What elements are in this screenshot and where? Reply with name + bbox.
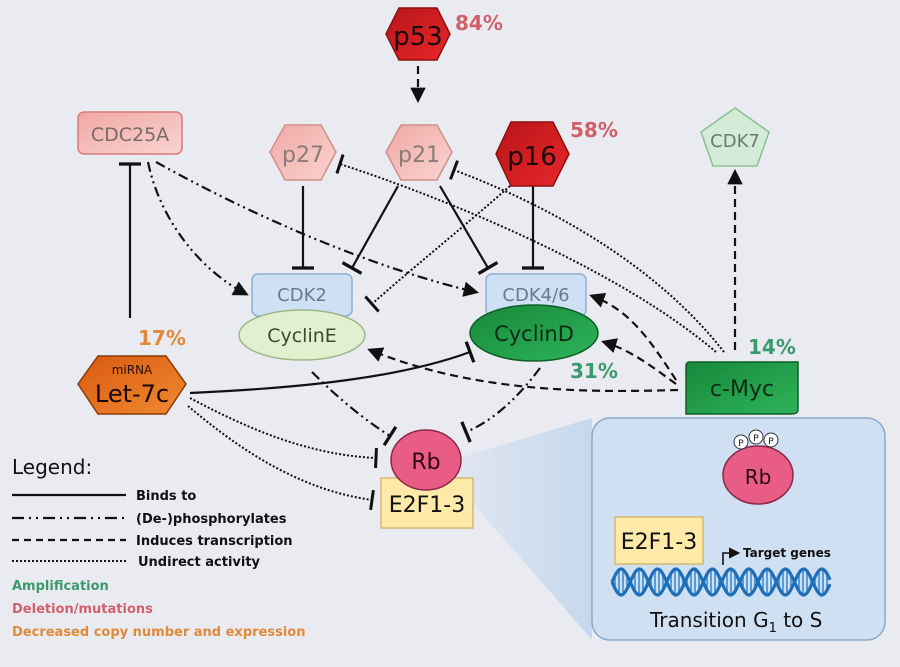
inset-rb-phosphorylated: Rb P P P (722, 429, 794, 505)
inset-e2f-label: E2F1-3 (621, 530, 697, 555)
transition-label: Transition G1 to S (649, 608, 822, 636)
edge-cmyc-p27-dotted (335, 154, 717, 353)
edge-cmyc-cyclind (601, 338, 677, 385)
e2f-label: E2F1-3 (389, 493, 465, 518)
legend-item-dotted: Undirect activity (12, 555, 261, 570)
p53-percent: 84% (455, 11, 503, 35)
svg-text:(De-)phosphorylates: (De-)phosphorylates (136, 512, 287, 527)
inset-cone (445, 418, 592, 640)
cdc25a-label: CDC25A (91, 124, 169, 146)
node-p21: p21 (385, 124, 453, 181)
p16-percent: 58% (570, 118, 618, 142)
cdk2-label: CDK2 (277, 285, 327, 306)
node-let7c: miRNA Let-7c (77, 355, 187, 415)
edge-cdk46-rb (460, 367, 541, 443)
legend-title: Legend: (12, 455, 92, 479)
svg-text:P: P (753, 434, 759, 444)
svg-text:Binds to: Binds to (136, 489, 196, 504)
edge-p21-cdk46 (439, 185, 499, 275)
cdk7-label: CDK7 (710, 131, 760, 152)
edge-cdc25a-cdk2 (146, 161, 249, 296)
p27-label: p27 (282, 143, 324, 168)
legend-item-solid: Binds to (12, 489, 196, 504)
edge-cdc25a-cdk46 (155, 161, 480, 297)
node-cdc25a: CDC25A (77, 111, 183, 155)
cmyc-percent: 14% (748, 335, 796, 359)
phosphate-group-1: P (733, 434, 749, 450)
let7c-percent: 17% (138, 326, 186, 350)
node-p53: p53 (385, 7, 451, 61)
node-cycline: CyclinE (238, 309, 366, 361)
node-cdk7: CDK7 (700, 107, 770, 167)
p21-label: p21 (398, 143, 440, 168)
edge-cdk2-rb (311, 371, 398, 447)
cdk46-label: CDK4/6 (502, 285, 569, 306)
rb-label: Rb (411, 450, 440, 475)
edge-cmyc-cdk46 (589, 293, 677, 381)
legend-amplification: Amplification (12, 579, 109, 594)
p16-label: p16 (507, 142, 557, 172)
node-rb: Rb (390, 429, 462, 491)
legend: Legend: Binds to (De-)phosphorylates Ind… (12, 455, 305, 640)
node-p27: p27 (269, 124, 337, 181)
promoter-arrow-icon (722, 547, 741, 565)
cyclind-label: CyclinD (494, 322, 574, 346)
node-cdk46: CDK4/6 (485, 273, 587, 317)
dna-strand-2 (610, 567, 832, 597)
node-cdk2: CDK2 (251, 273, 353, 317)
node-cmyc: c-Myc (685, 361, 799, 415)
edge-cmyc-cycline (367, 347, 679, 393)
cmyc-label: c-Myc (710, 377, 774, 402)
phosphate-group-2: P (748, 429, 764, 445)
legend-item-dash-dot: (De-)phosphorylates (12, 512, 287, 527)
legend-decreased: Decreased copy number and expression (12, 625, 305, 640)
inset-e2f: E2F1-3 (614, 516, 704, 565)
dna-helix-icon (610, 567, 832, 597)
svg-text:P: P (768, 437, 774, 447)
svg-text:P: P (738, 439, 744, 449)
let7c-label: Let-7c (95, 380, 169, 408)
cyclind-percent: 31% (570, 359, 618, 383)
legend-item-dashed: Induces transcription (12, 534, 293, 549)
edge-p16-cdk2-dotted (364, 185, 511, 313)
edge-let7c-cyclind (189, 341, 476, 395)
legend-deletion: Deletion/mutations (12, 602, 153, 617)
let7c-sublabel: miRNA (112, 363, 153, 377)
target-genes-label: Target genes (743, 546, 831, 560)
phosphate-group-3: P (763, 432, 779, 448)
edge-let7c-rb-dotted (189, 397, 378, 469)
inset-rb-label: Rb (745, 465, 772, 489)
svg-text:Induces transcription: Induces transcription (136, 534, 293, 549)
cycline-label: CyclinE (267, 325, 337, 347)
node-p16: p16 (495, 121, 570, 187)
svg-text:Undirect activity: Undirect activity (138, 555, 261, 570)
edge-let7c-e2f-dotted (187, 405, 375, 511)
edge-cmyc-p21-dotted (449, 160, 725, 353)
p53-label: p53 (393, 22, 443, 52)
node-cyclind: CyclinD (469, 304, 599, 362)
edge-p21-cdk2 (341, 185, 399, 275)
